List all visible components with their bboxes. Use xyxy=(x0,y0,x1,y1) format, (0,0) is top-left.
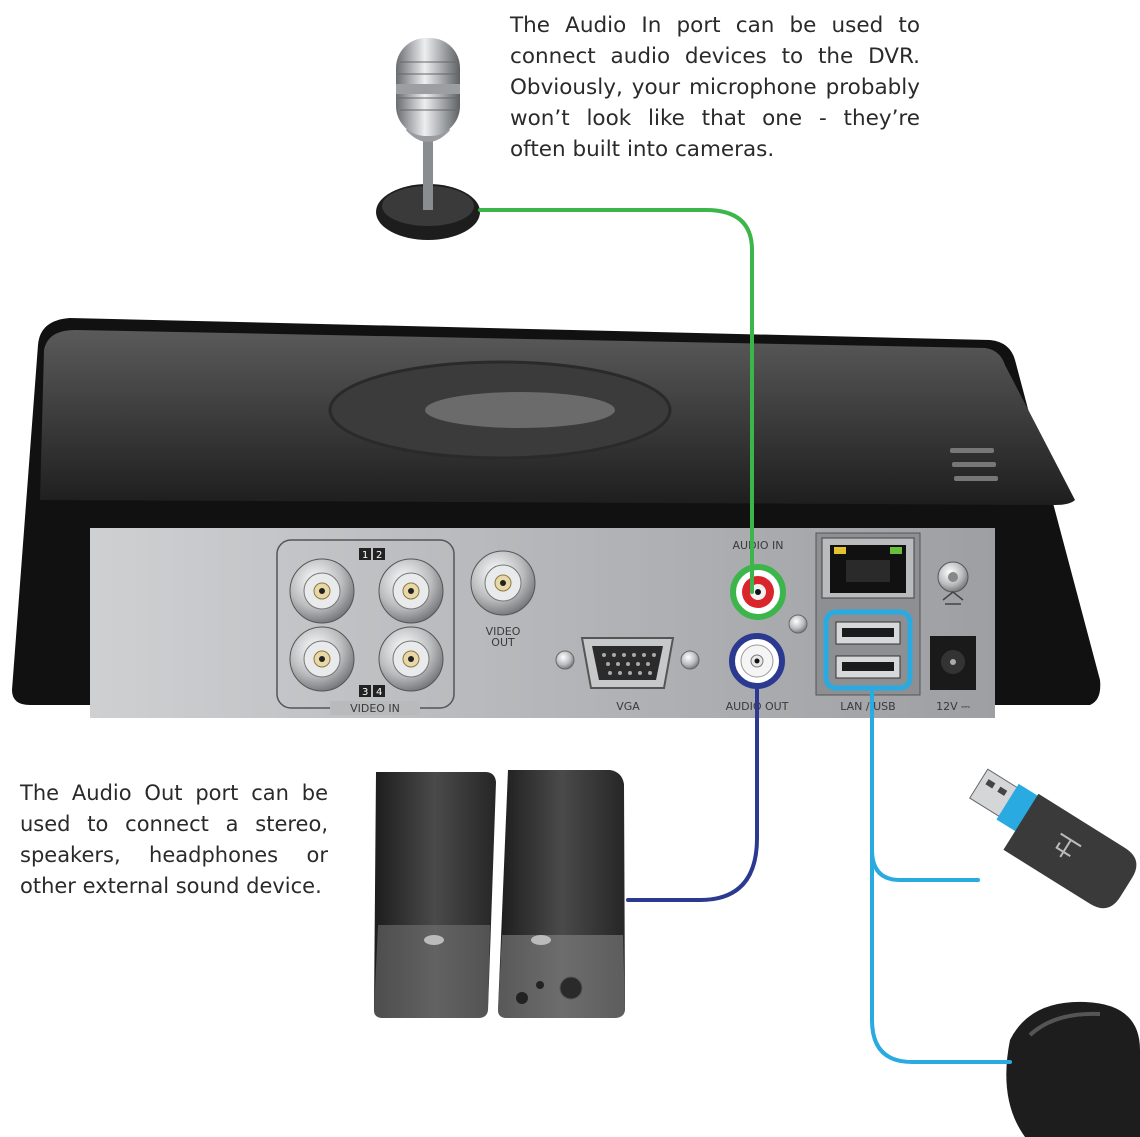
power-label: 12V ⎓ xyxy=(936,700,970,713)
left-speaker-icon xyxy=(374,772,496,1018)
video-out-label-line2: OUT xyxy=(491,636,515,649)
lan-usb-label: LAN / USB xyxy=(840,700,895,713)
bnc-connector-3[interactable] xyxy=(289,626,355,692)
audio-out-cable-line xyxy=(626,684,759,902)
channel-3-label: 3 xyxy=(362,687,368,698)
video-in-group: 1 2 3 4 VIDEO IN xyxy=(276,539,455,715)
right-speaker-icon xyxy=(498,770,625,1018)
audio-in-port[interactable] xyxy=(730,564,786,620)
screw-icon xyxy=(788,614,808,634)
video-in-label: VIDEO IN xyxy=(350,702,400,715)
vga-label: VGA xyxy=(616,700,640,713)
channel-2-label: 2 xyxy=(376,550,382,561)
microphone-icon xyxy=(376,38,480,240)
bnc-connector-1[interactable] xyxy=(289,558,355,624)
audio-out-caption: The Audio Out port can be used to connec… xyxy=(20,781,328,898)
bnc-connector-4[interactable] xyxy=(378,626,444,692)
mouse-icon xyxy=(1006,1001,1140,1137)
video-out-connector[interactable] xyxy=(470,550,536,616)
usb-port-top[interactable] xyxy=(835,621,901,645)
mouse-cable-line xyxy=(870,848,1012,1064)
lan-port[interactable] xyxy=(830,545,906,593)
usb-highlight xyxy=(823,609,913,691)
channel-1-label: 1 xyxy=(362,550,368,561)
audio-in-label: AUDIO IN xyxy=(733,539,784,552)
audio-in-cable-line xyxy=(478,208,754,594)
video-out-label-line1: VIDEO xyxy=(486,625,521,638)
audio-out-port[interactable] xyxy=(729,633,785,689)
vga-port[interactable] xyxy=(555,637,700,689)
usb-port-bottom[interactable] xyxy=(835,655,901,679)
audio-in-caption: The Audio In port can be used to connect… xyxy=(510,13,920,162)
channel-4-label: 4 xyxy=(376,687,382,698)
usb-flash-drive-icon xyxy=(969,768,1137,909)
power-jack[interactable] xyxy=(930,636,976,690)
bnc-connector-2[interactable] xyxy=(378,558,444,624)
ground-terminal-icon xyxy=(937,561,969,605)
